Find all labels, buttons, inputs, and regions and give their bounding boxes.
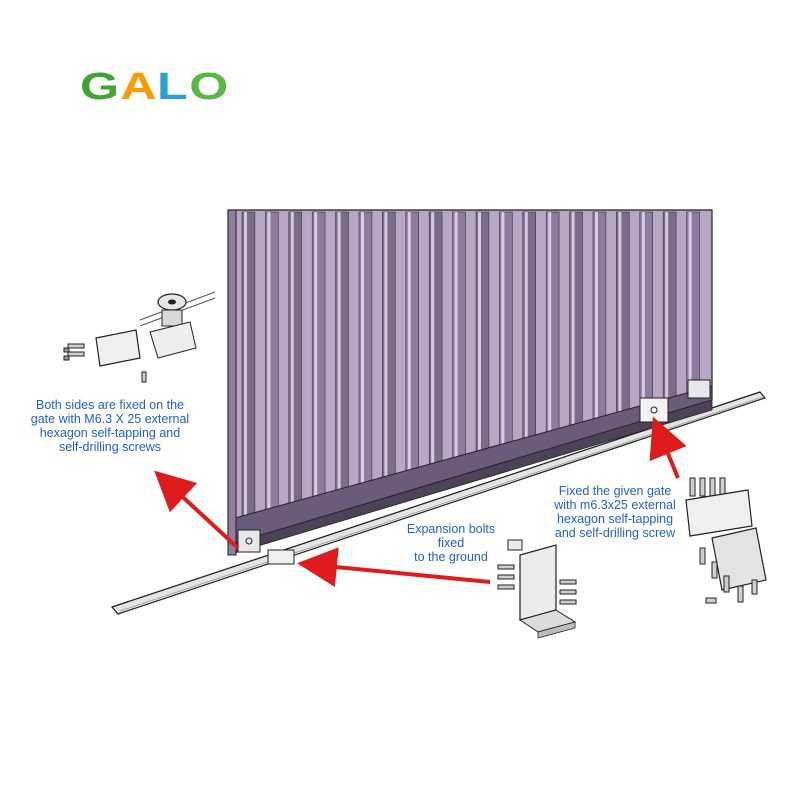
gate-vertical-bars	[241, 211, 700, 517]
gate-bar	[428, 211, 443, 465]
gate-bar-highlight	[665, 212, 669, 400]
gate-bar	[616, 211, 630, 413]
gate-bar	[241, 211, 256, 517]
gate-bar-highlight	[407, 212, 411, 471]
gate-bar-highlight	[618, 212, 622, 413]
gate-bar	[499, 211, 513, 446]
gate-bar	[592, 211, 607, 420]
arrow-left-bracket	[154, 470, 240, 550]
brand-logo: GALO	[80, 66, 229, 108]
gate-bar-highlight	[267, 212, 271, 510]
gate-bar-highlight	[478, 212, 481, 452]
sliding-gate	[227, 209, 713, 556]
gate-bar-highlight	[501, 212, 505, 445]
gate-bracket-left	[237, 529, 295, 565]
gate-bar	[686, 211, 700, 394]
gate-bar	[522, 211, 536, 439]
gate-bar	[265, 211, 279, 510]
gate-bar-highlight	[431, 212, 435, 465]
arrow-expansion-bolts	[297, 547, 491, 588]
gate-fixing-bracket-set	[685, 477, 767, 604]
gate-bar-highlight	[244, 212, 247, 517]
gate-bar	[405, 211, 419, 472]
gate-bar-highlight	[641, 212, 645, 406]
expansion-bolt-bracket	[497, 539, 577, 639]
gate-bar-highlight	[314, 212, 318, 497]
callout-right-bracket-note: Fixed the given gate with m6.3x25 extern…	[554, 484, 676, 540]
logo-letter: G	[80, 66, 126, 108]
logo-letter: A	[119, 66, 163, 108]
gate-bar-highlight	[548, 212, 552, 432]
gate-bar-highlight	[361, 212, 364, 484]
logo-letter: O	[189, 66, 236, 108]
callout-arrows	[154, 416, 687, 588]
gate-bar-highlight	[384, 212, 388, 478]
gate-bar	[358, 211, 373, 485]
bolt-icon	[497, 539, 577, 605]
callout-left-bracket-note: Both sides are fixed on the gate with M6…	[30, 398, 190, 454]
drive-roller-assembly	[63, 291, 216, 383]
bracket-icon	[95, 329, 141, 367]
gate-bar	[452, 211, 466, 459]
callout-expansion-bolts-note: Expansion bolts fixed to the ground	[406, 522, 496, 564]
screw-icon	[63, 343, 147, 383]
gate-bar	[639, 211, 653, 407]
arrow-right-bracket	[649, 416, 687, 479]
gate-bar	[335, 211, 349, 491]
gate-bar-highlight	[454, 212, 458, 458]
gate-bar	[662, 211, 677, 400]
gate-bar	[569, 211, 583, 426]
gate-bar	[545, 211, 560, 433]
logo-letter: L	[157, 66, 195, 108]
gate-bar-highlight	[290, 212, 294, 504]
gate-bar	[475, 211, 490, 452]
gate-bar-highlight	[571, 212, 575, 426]
gate-bar-highlight	[524, 212, 528, 439]
gate-bar-highlight	[595, 212, 598, 419]
gate-bar-highlight	[337, 212, 341, 491]
gate-bar	[382, 211, 396, 478]
gate-bar	[311, 211, 326, 497]
gate-bar-highlight	[688, 212, 692, 394]
gate-bar	[288, 211, 302, 504]
